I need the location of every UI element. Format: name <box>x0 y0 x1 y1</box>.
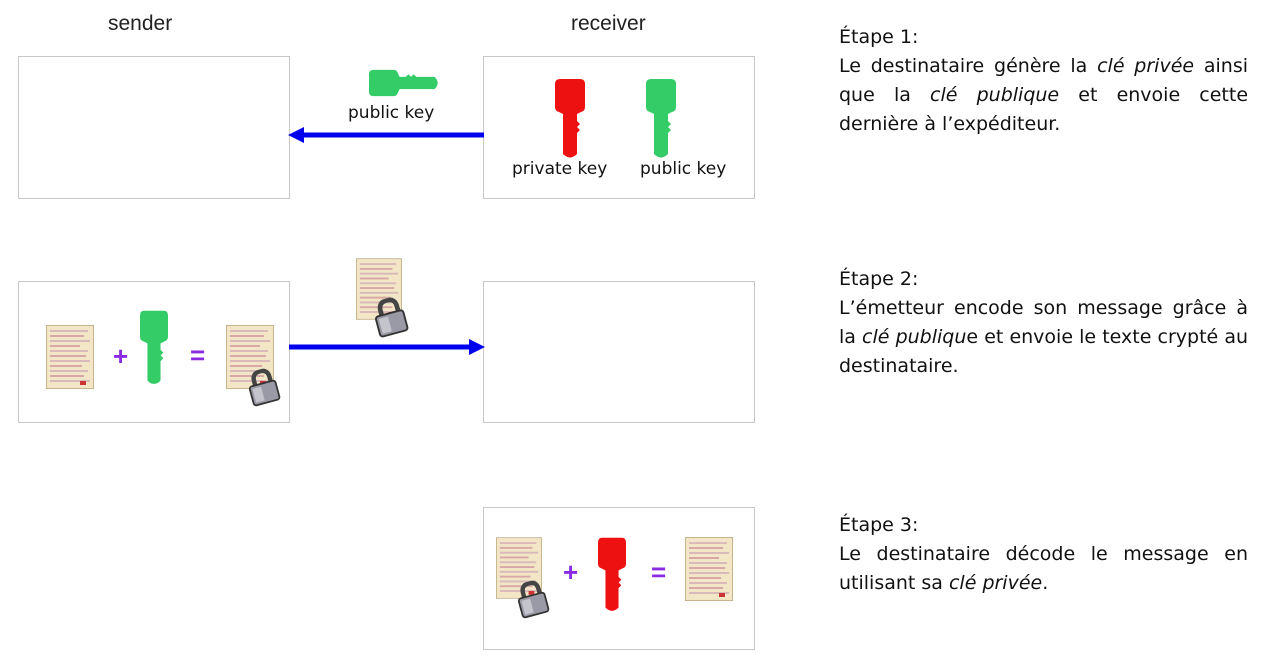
private-key-icon <box>598 537 626 611</box>
public-key-icon <box>369 69 438 97</box>
equals-operator: = <box>651 557 667 587</box>
sender-label: sender <box>108 12 173 35</box>
sender-panel-step-1 <box>18 56 290 199</box>
private-key-label: private key <box>512 159 608 179</box>
step-1-title: Étape 1: <box>839 26 919 48</box>
step-3-title: Étape 3: <box>839 514 919 536</box>
receiver-panel-step-2 <box>483 281 755 423</box>
equals-operator: = <box>190 340 206 370</box>
padlock-icon <box>516 580 548 618</box>
private-key-icon <box>555 79 585 158</box>
step-3-description: Étape 3: Le destinataire décode le messa… <box>839 511 1248 598</box>
document-icon <box>46 325 94 389</box>
plus-operator: + <box>113 341 129 371</box>
receiver-label: receiver <box>571 12 646 35</box>
arrow-icon <box>288 127 484 143</box>
step-1-text: Le destinataire génère la clé privée ain… <box>839 55 1249 135</box>
plus-operator: + <box>563 557 579 587</box>
public-key-icon <box>646 79 676 158</box>
step-2-text: L’émetteur encode son message grâce à la… <box>839 297 1249 377</box>
step-3-text: Le destinataire décode le message en uti… <box>839 543 1248 594</box>
receiver-public-key-label: public key <box>640 159 727 179</box>
public-key-icon <box>140 310 168 384</box>
arrow-icon <box>289 339 485 355</box>
padlock-icon <box>247 368 279 406</box>
step-2-description: Étape 2: L’émetteur encode son message g… <box>839 265 1248 381</box>
step-2-title: Étape 2: <box>839 268 919 290</box>
step-1-description: Étape 1: Le destinataire génère la clé p… <box>839 23 1248 139</box>
transmitted-public-key-label: public key <box>348 103 435 123</box>
padlock-icon <box>373 297 407 337</box>
document-icon <box>685 537 733 601</box>
receiver-panel-step-1 <box>483 56 755 199</box>
